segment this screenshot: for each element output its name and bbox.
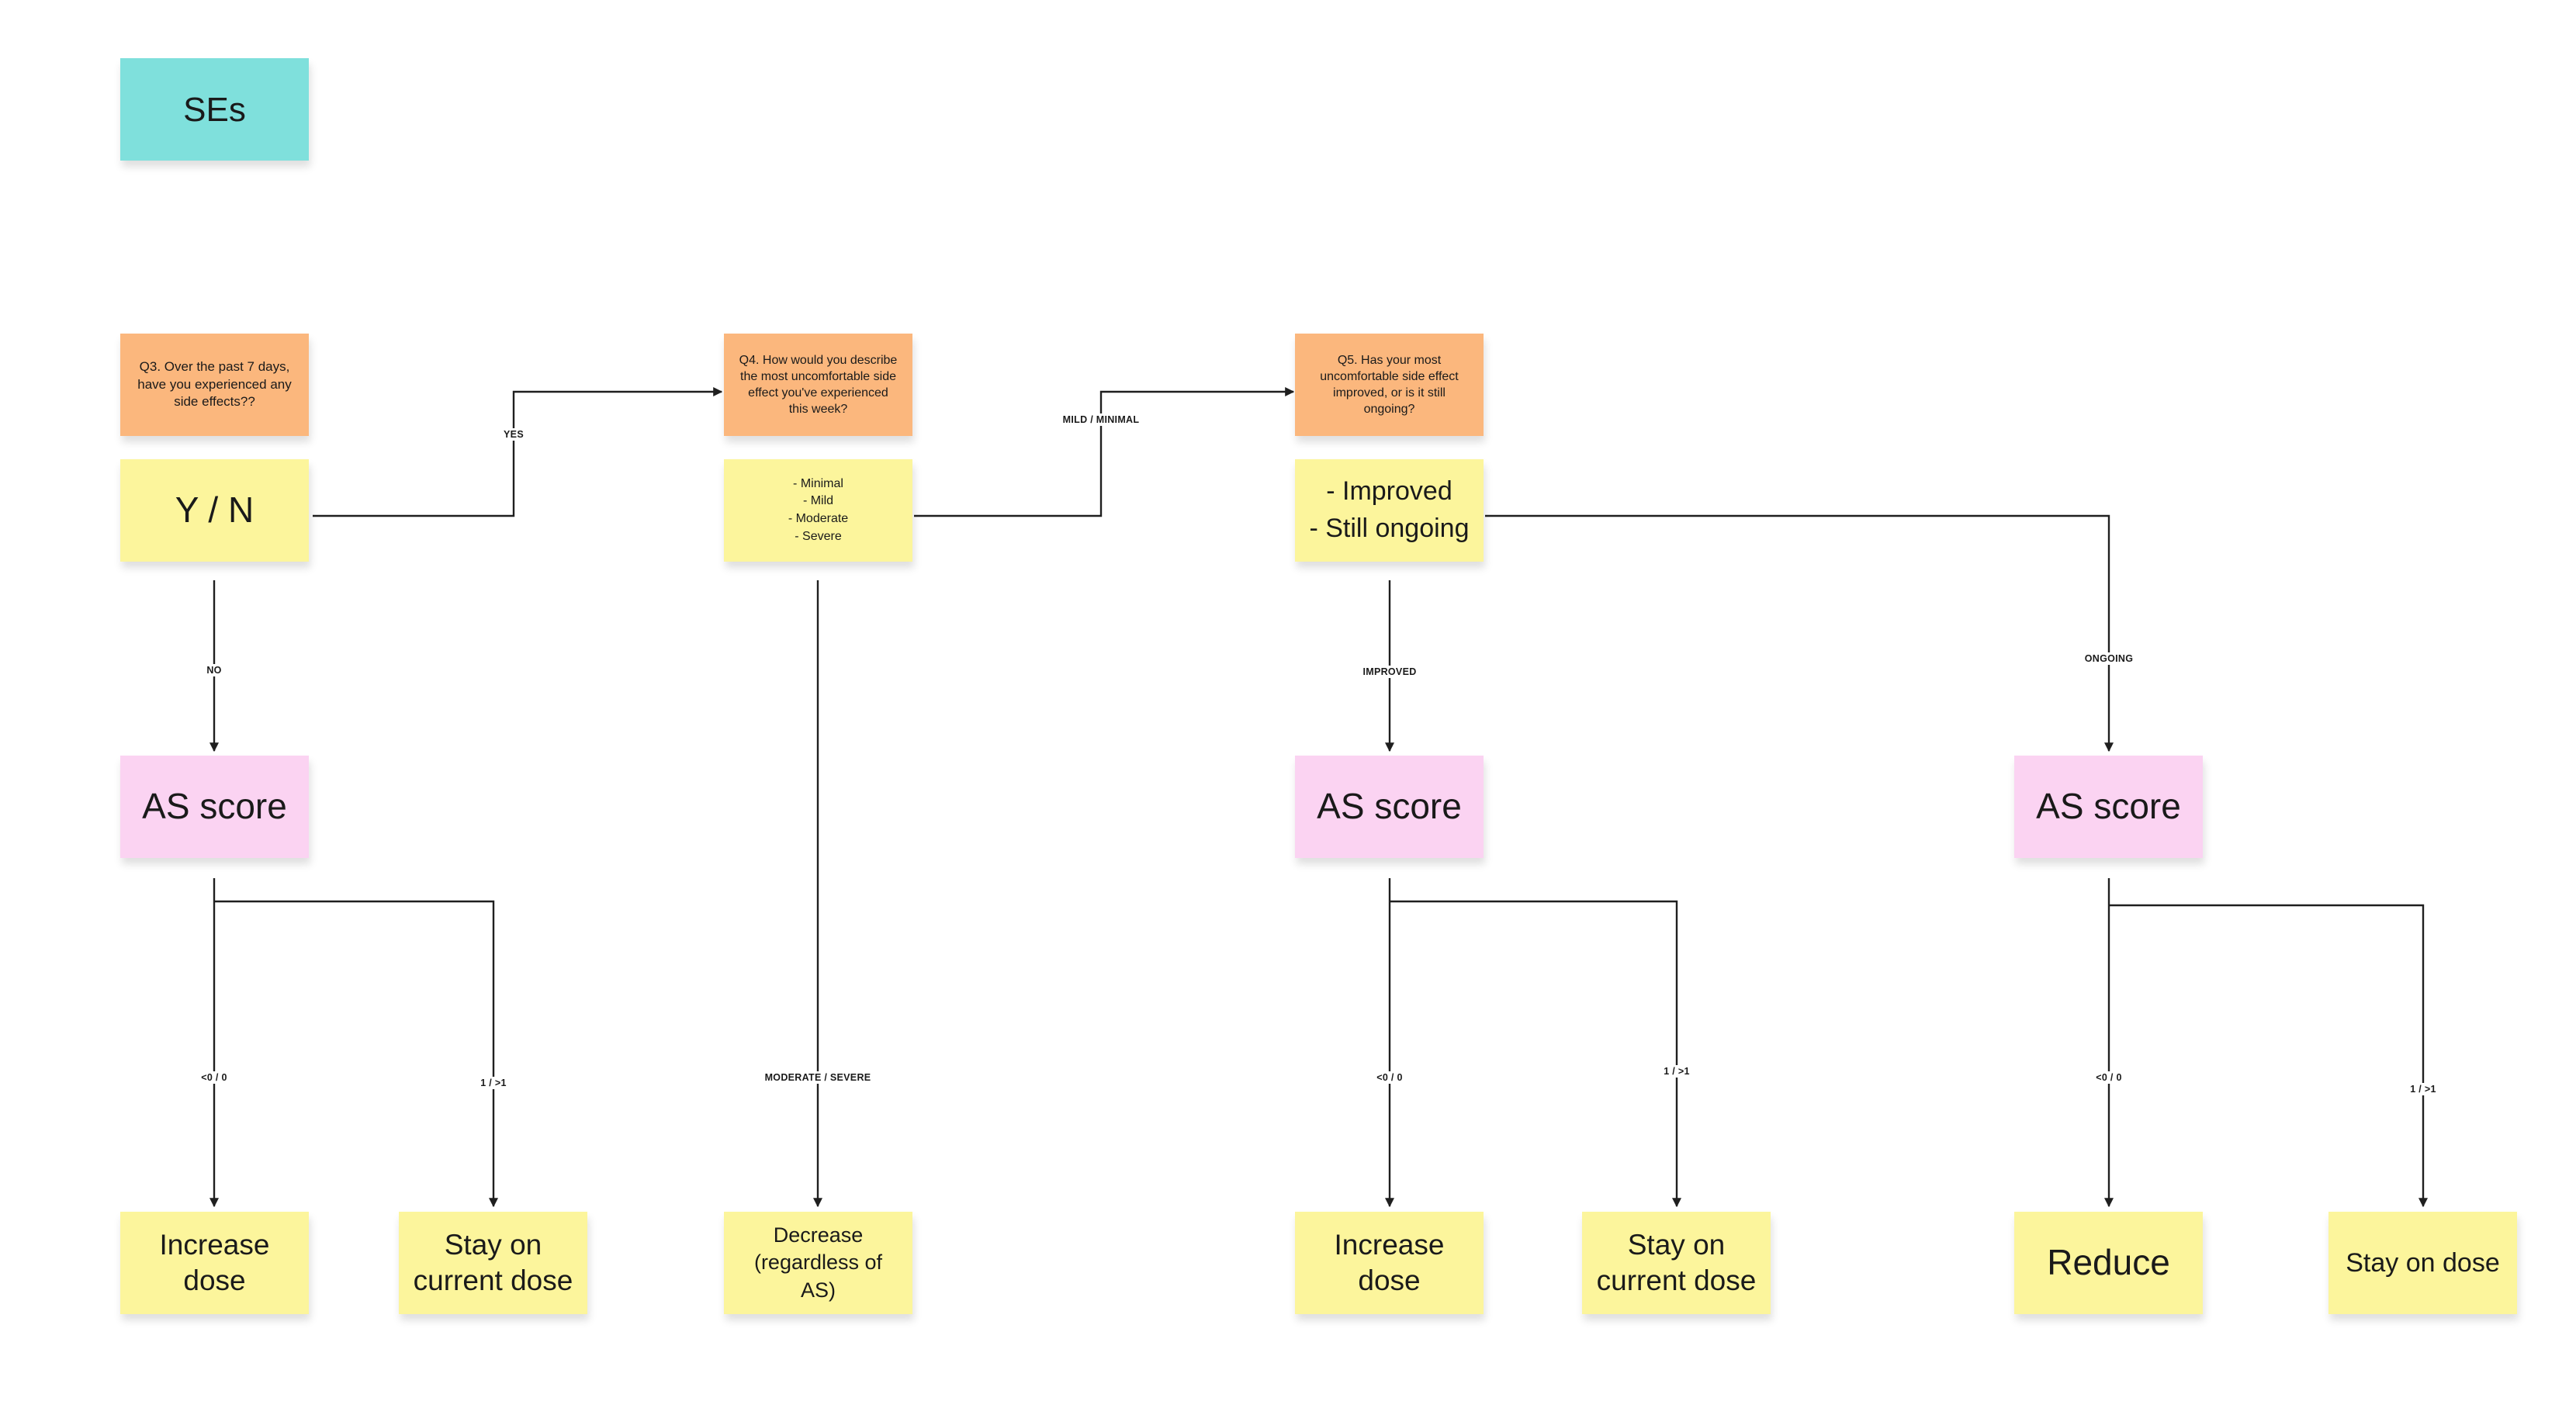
as-score-note-improved[interactable]: AS score [1295, 756, 1484, 858]
edge-label-improved: IMPROVED [1360, 666, 1419, 678]
outcome-stay-on-dose[interactable]: Stay on dose [2328, 1212, 2517, 1314]
edge-label-ongoing: ONGOING [2082, 652, 2136, 665]
connector-no-high[interactable] [214, 900, 498, 1208]
connector-yes[interactable] [313, 387, 723, 517]
outcome-increase-dose-improved[interactable]: Increase dose [1295, 1212, 1484, 1314]
q5-question-note[interactable]: Q5. Has your most uncomfortable side eff… [1295, 334, 1484, 436]
edge-label-no-high: 1 / >1 [478, 1077, 509, 1089]
outcome-stay-current-dose-no[interactable]: Stay on current dose [399, 1212, 587, 1314]
edge-label-mild: MILD / MINIMAL [1060, 413, 1142, 426]
connector-improved-high[interactable] [1390, 900, 1681, 1208]
outcome-increase-dose-no[interactable]: Increase dose [120, 1212, 309, 1314]
connector-ongoing[interactable] [1485, 514, 2114, 752]
outcome-decrease[interactable]: Decrease (regardless of AS) [724, 1212, 912, 1314]
title-note[interactable]: SEs [120, 58, 309, 161]
q3-answer-note[interactable]: Y / N [120, 459, 309, 562]
connector-mild[interactable] [914, 387, 1295, 517]
q4-question-note[interactable]: Q4. How would you describe the most unco… [724, 334, 912, 436]
edge-label-ongoing-high: 1 / >1 [2408, 1083, 2439, 1095]
as-score-note-no[interactable]: AS score [120, 756, 309, 858]
q5-options-note[interactable]: - Improved - Still ongoing [1295, 459, 1484, 562]
edge-label-no-low: <0 / 0 [199, 1071, 230, 1084]
outcome-reduce[interactable]: Reduce [2014, 1212, 2203, 1314]
edge-label-yes: YES [501, 428, 526, 441]
q4-options-note[interactable]: - Minimal - Mild - Moderate - Severe [724, 459, 912, 562]
edge-label-improved-high: 1 / >1 [1661, 1065, 1692, 1078]
edge-label-no: NO [204, 664, 224, 676]
q3-question-note[interactable]: Q3. Over the past 7 days, have you exper… [120, 334, 309, 436]
edge-label-ongoing-low: <0 / 0 [2093, 1071, 2124, 1084]
outcome-stay-current-dose-improved[interactable]: Stay on current dose [1582, 1212, 1771, 1314]
edge-label-improved-low: <0 / 0 [1374, 1071, 1405, 1084]
edge-label-moderate: MODERATE / SEVERE [762, 1071, 874, 1084]
connector-ongoing-high[interactable] [2109, 904, 2428, 1208]
as-score-note-ongoing[interactable]: AS score [2014, 756, 2203, 858]
